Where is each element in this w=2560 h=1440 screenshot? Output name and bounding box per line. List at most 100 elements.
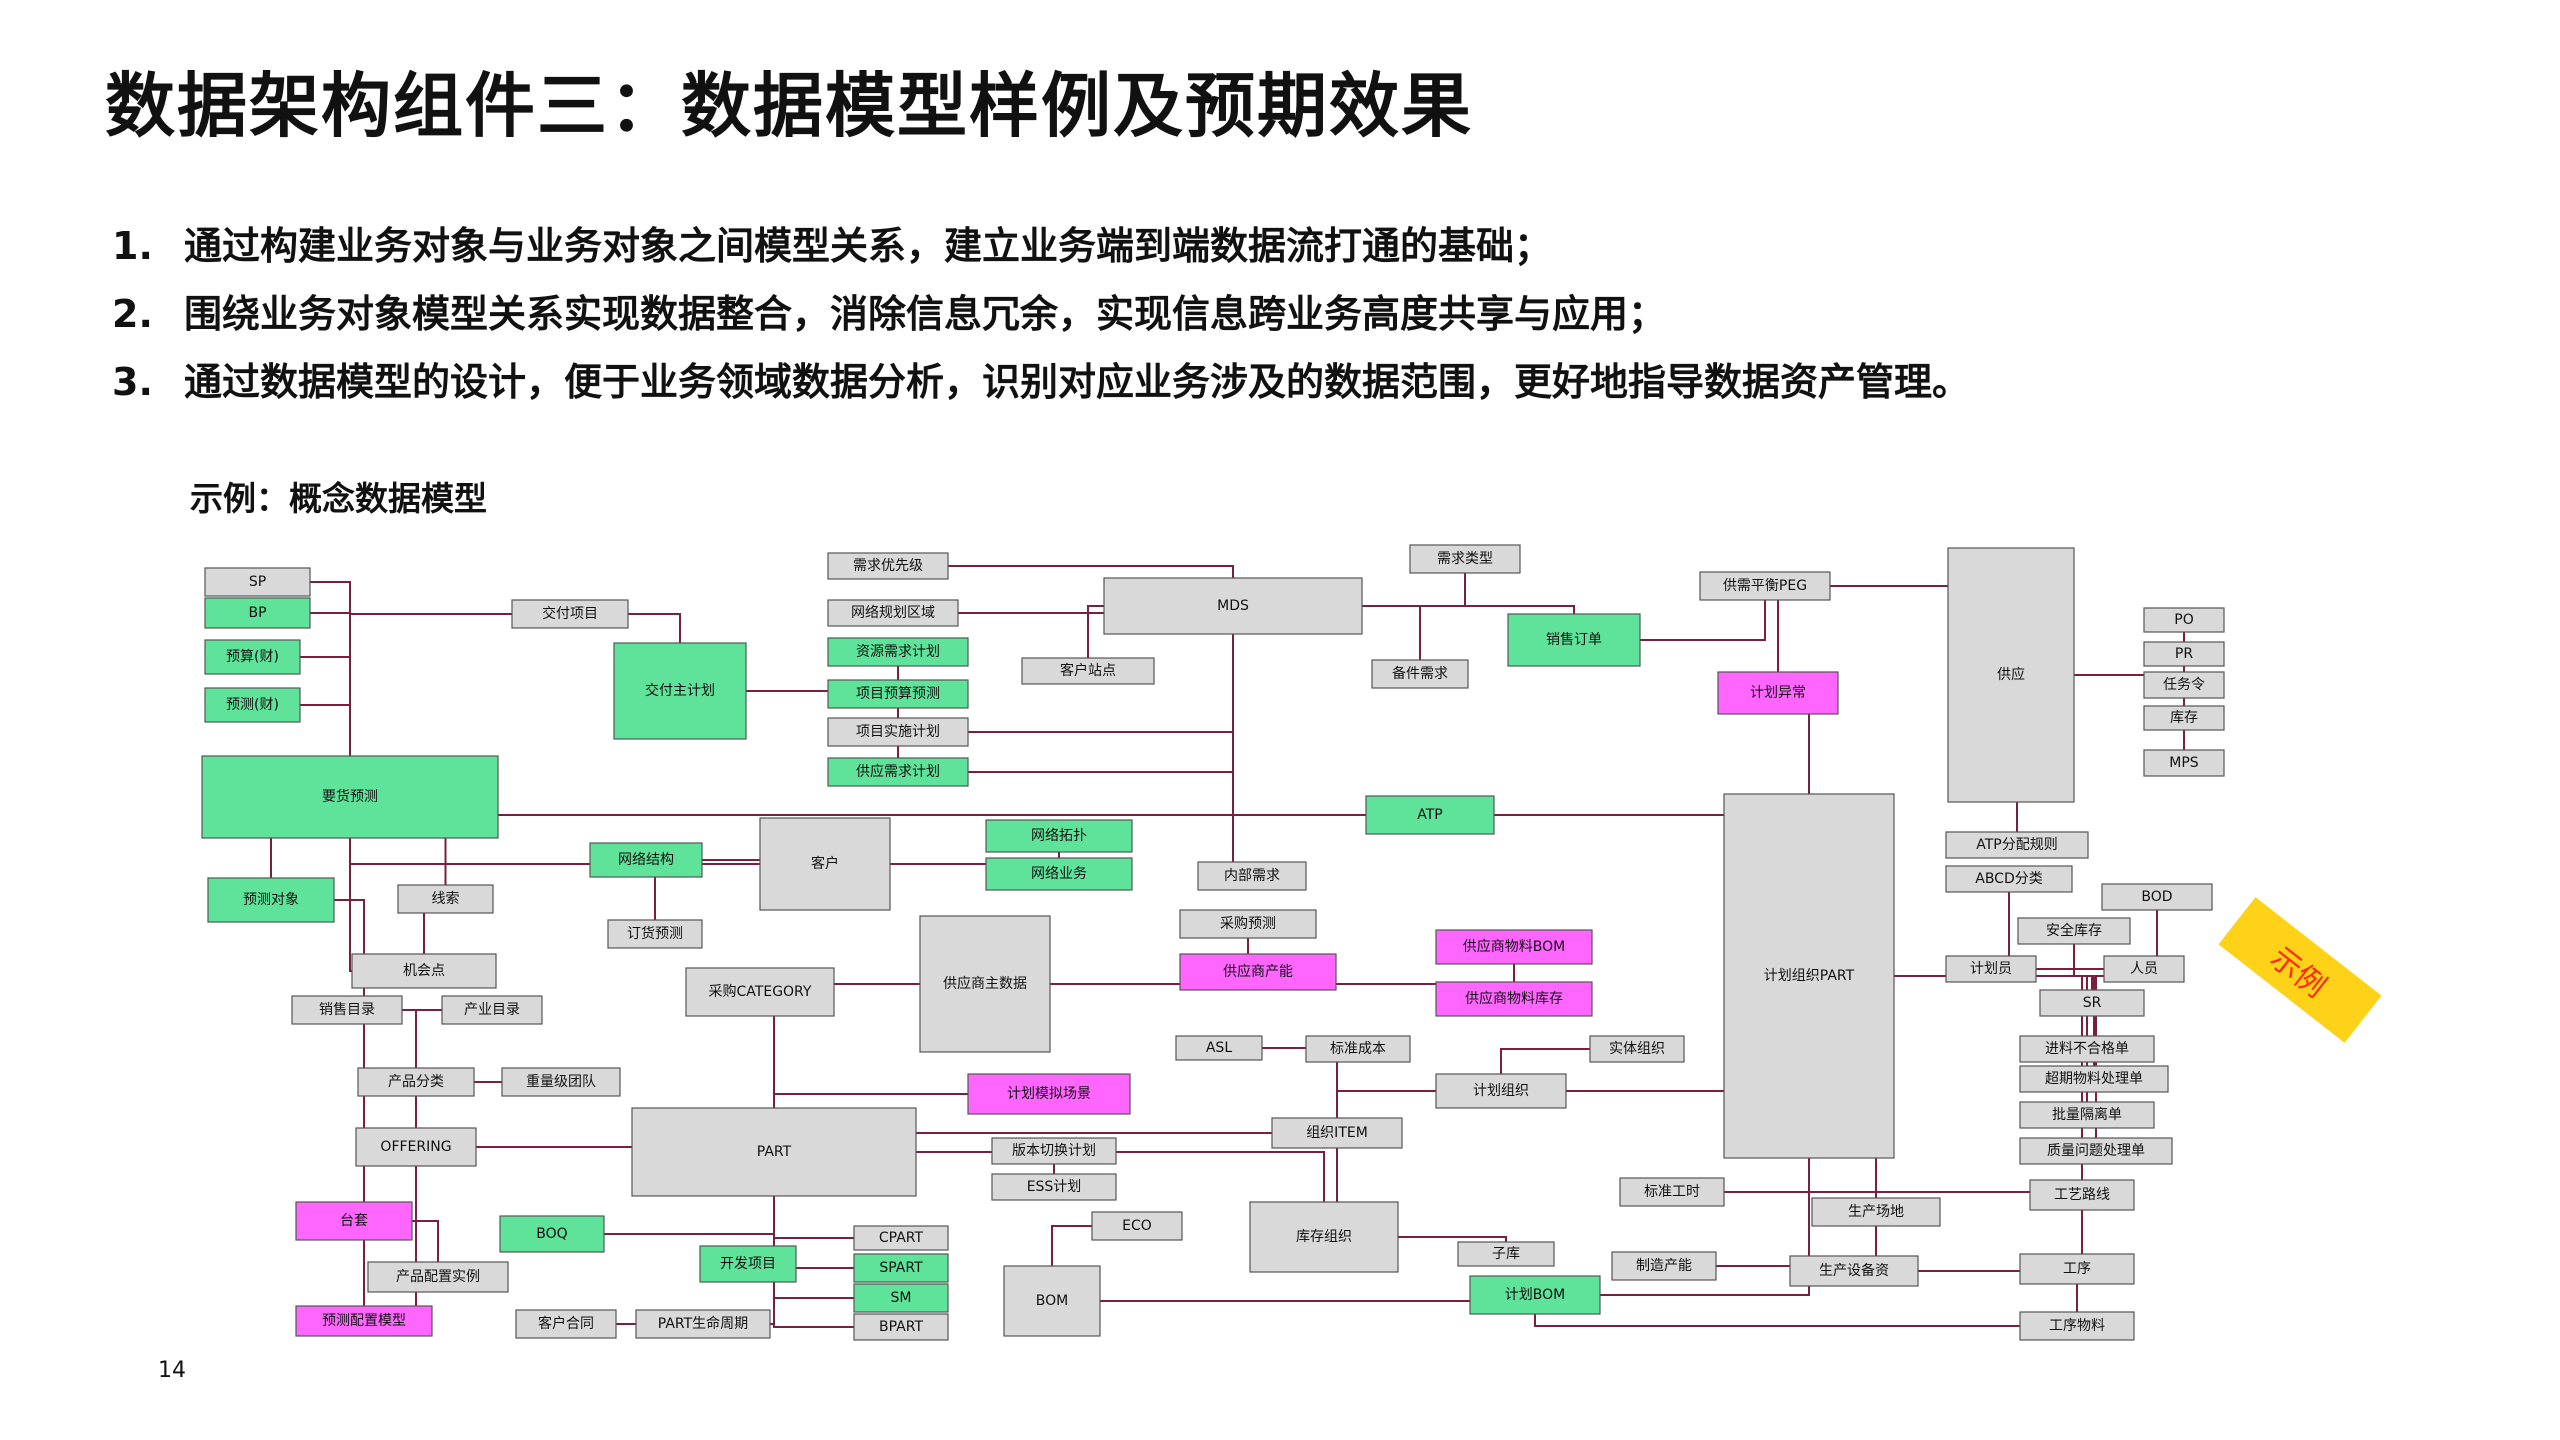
entity-wlghqy: 网络规划区域 bbox=[827, 599, 959, 627]
entity-box bbox=[351, 953, 497, 989]
point-text: 围绕业务对象模型关系实现数据整合，消除信息冗余，实现信息跨业务高度共享与应用； bbox=[184, 292, 1667, 336]
entity-label: MPS bbox=[2169, 755, 2199, 771]
key-point: 3.通过数据模型的设计，便于业务领域数据分析，识别对应业务涉及的数据范围，更好地… bbox=[112, 348, 1970, 416]
entity-label: 供应需求计划 bbox=[856, 763, 940, 780]
entity-kczz: 库存组织 bbox=[1249, 1201, 1399, 1273]
entity-label: 制造产能 bbox=[1636, 1258, 1692, 1274]
entity-zyxqjh: 资源需求计划 bbox=[827, 637, 969, 667]
entity-xmssjh: 项目实施计划 bbox=[827, 717, 969, 747]
entity-box bbox=[631, 1107, 917, 1197]
entity-box bbox=[204, 687, 301, 723]
entity-box bbox=[699, 1245, 797, 1283]
entity-xsdd: 销售订单 bbox=[1507, 613, 1641, 667]
entity-box bbox=[1365, 795, 1495, 835]
entity-box bbox=[1103, 577, 1363, 635]
entity-label: BOQ bbox=[536, 1226, 567, 1242]
entity-wltp: 网络拓扑 bbox=[985, 819, 1133, 853]
entity-bjxq: 备件需求 bbox=[1371, 659, 1469, 689]
entity-box bbox=[607, 919, 703, 949]
entity-atp: ATP bbox=[1365, 795, 1495, 835]
entity-label: 项目预算预测 bbox=[856, 686, 940, 702]
entity-label: 交付项目 bbox=[542, 605, 598, 622]
entity-box bbox=[2019, 1253, 2135, 1285]
entity-box bbox=[1789, 1255, 1919, 1287]
entity-label: MDS bbox=[1217, 598, 1249, 614]
entity-box bbox=[515, 1309, 617, 1339]
entity-box bbox=[2103, 955, 2185, 983]
entity-label: 网络拓扑 bbox=[1031, 828, 1087, 844]
entity-box bbox=[204, 597, 311, 629]
entity-ycpzmx: 预测配置模型 bbox=[295, 1305, 433, 1337]
entity-label: SPART bbox=[879, 1260, 923, 1276]
entity-label: 标准工时 bbox=[1644, 1184, 1700, 1200]
entity-label: BOD bbox=[2141, 889, 2172, 905]
entity-box bbox=[1435, 929, 1593, 965]
entity-label: PO bbox=[2174, 612, 2193, 628]
entity-jhbom: 计划BOM bbox=[1469, 1275, 1601, 1315]
point-number: 2. bbox=[112, 292, 153, 336]
entity-zljtd: 重量级团队 bbox=[501, 1067, 621, 1097]
entity-box bbox=[355, 1127, 477, 1167]
entity-label: CPART bbox=[879, 1230, 924, 1246]
page-title: 数据架构组件三：数据模型样例及预期效果 bbox=[105, 65, 1473, 147]
entity-label: 质量问题处理单 bbox=[2047, 1143, 2145, 1159]
entity-aqkc: 安全库存 bbox=[2017, 917, 2131, 945]
entity-xsml: 销售目录 bbox=[291, 995, 403, 1025]
entity-box bbox=[397, 884, 494, 914]
entity-label: 供应商主数据 bbox=[943, 975, 1027, 992]
relationship-line bbox=[1232, 606, 1252, 877]
entity-gongxu: 工序 bbox=[2019, 1253, 2135, 1285]
entity-stzz: 实体组织 bbox=[1589, 1035, 1685, 1063]
entity-label: ABCD分类 bbox=[1975, 871, 2043, 887]
entity-label: 生产场地 bbox=[1848, 1204, 1904, 1220]
entity-box bbox=[827, 757, 969, 787]
entity-label: 供应 bbox=[1997, 666, 2025, 683]
entity-box bbox=[1409, 544, 1521, 574]
entity-label: 订货预测 bbox=[627, 925, 683, 942]
entity-label: ASL bbox=[1206, 1040, 1232, 1056]
entity-box bbox=[441, 995, 543, 1025]
entity-box bbox=[2143, 705, 2225, 731]
entity-label: 任务令 bbox=[2163, 677, 2205, 693]
entity-label: PR bbox=[2175, 646, 2193, 662]
entity-cpart: CPART bbox=[853, 1225, 949, 1251]
entity-label: 预测(财) bbox=[226, 697, 279, 713]
entity-label: 采购预测 bbox=[1220, 916, 1276, 932]
entity-label: 网络业务 bbox=[1031, 866, 1087, 882]
entity-part: PART bbox=[631, 1107, 917, 1197]
entity-box bbox=[991, 1173, 1117, 1201]
entity-bod: BOD bbox=[2101, 883, 2213, 911]
entity-bom: BOM bbox=[1003, 1265, 1101, 1337]
entity-box bbox=[1699, 571, 1831, 601]
entity-label: 生产设备资 bbox=[1819, 1262, 1889, 1279]
entity-label: 重量级团队 bbox=[526, 1074, 596, 1090]
entity-label: BOM bbox=[1036, 1293, 1068, 1309]
entity-gxwl: 工序物料 bbox=[2019, 1311, 2135, 1341]
entity-jfxm: 交付项目 bbox=[511, 599, 629, 629]
entity-label: ESS计划 bbox=[1027, 1179, 1082, 1195]
entity-label: 库存组织 bbox=[1296, 1229, 1352, 1245]
entity-box bbox=[1179, 909, 1317, 939]
entity-jfzjh: 交付主计划 bbox=[613, 642, 747, 740]
entity-label: 供应商物料BOM bbox=[1463, 938, 1565, 955]
entity-bzgs: 标准工时 bbox=[1619, 1177, 1725, 1207]
entity-cpml: 产业目录 bbox=[441, 995, 543, 1025]
entity-box bbox=[1249, 1201, 1399, 1273]
entity-label: 工序 bbox=[2063, 1261, 2091, 1277]
entity-label: 交付主计划 bbox=[645, 682, 715, 699]
entity-jhyc: 计划异常 bbox=[1717, 671, 1839, 715]
entity-box bbox=[827, 717, 969, 747]
entity-label: 超期物料处理单 bbox=[2045, 1071, 2143, 1087]
entity-offering: OFFERING bbox=[355, 1127, 477, 1167]
entity-label: 供应商产能 bbox=[1223, 963, 1293, 980]
entity-box bbox=[853, 1313, 949, 1341]
entity-gyswlbom: 供应商物料BOM bbox=[1435, 929, 1593, 965]
entity-label: 项目实施计划 bbox=[856, 724, 940, 740]
entity-yhyc: 要货预测 bbox=[201, 755, 499, 839]
entity-box bbox=[853, 1283, 949, 1313]
entity-label: 子库 bbox=[1492, 1246, 1520, 1262]
entity-gyscn: 供应商产能 bbox=[1179, 953, 1337, 991]
entity-box bbox=[2019, 1311, 2135, 1341]
entity-yc_cai: 预测(财) bbox=[204, 687, 301, 723]
entity-cqwlclsd: 超期物料处理单 bbox=[2019, 1065, 2169, 1093]
